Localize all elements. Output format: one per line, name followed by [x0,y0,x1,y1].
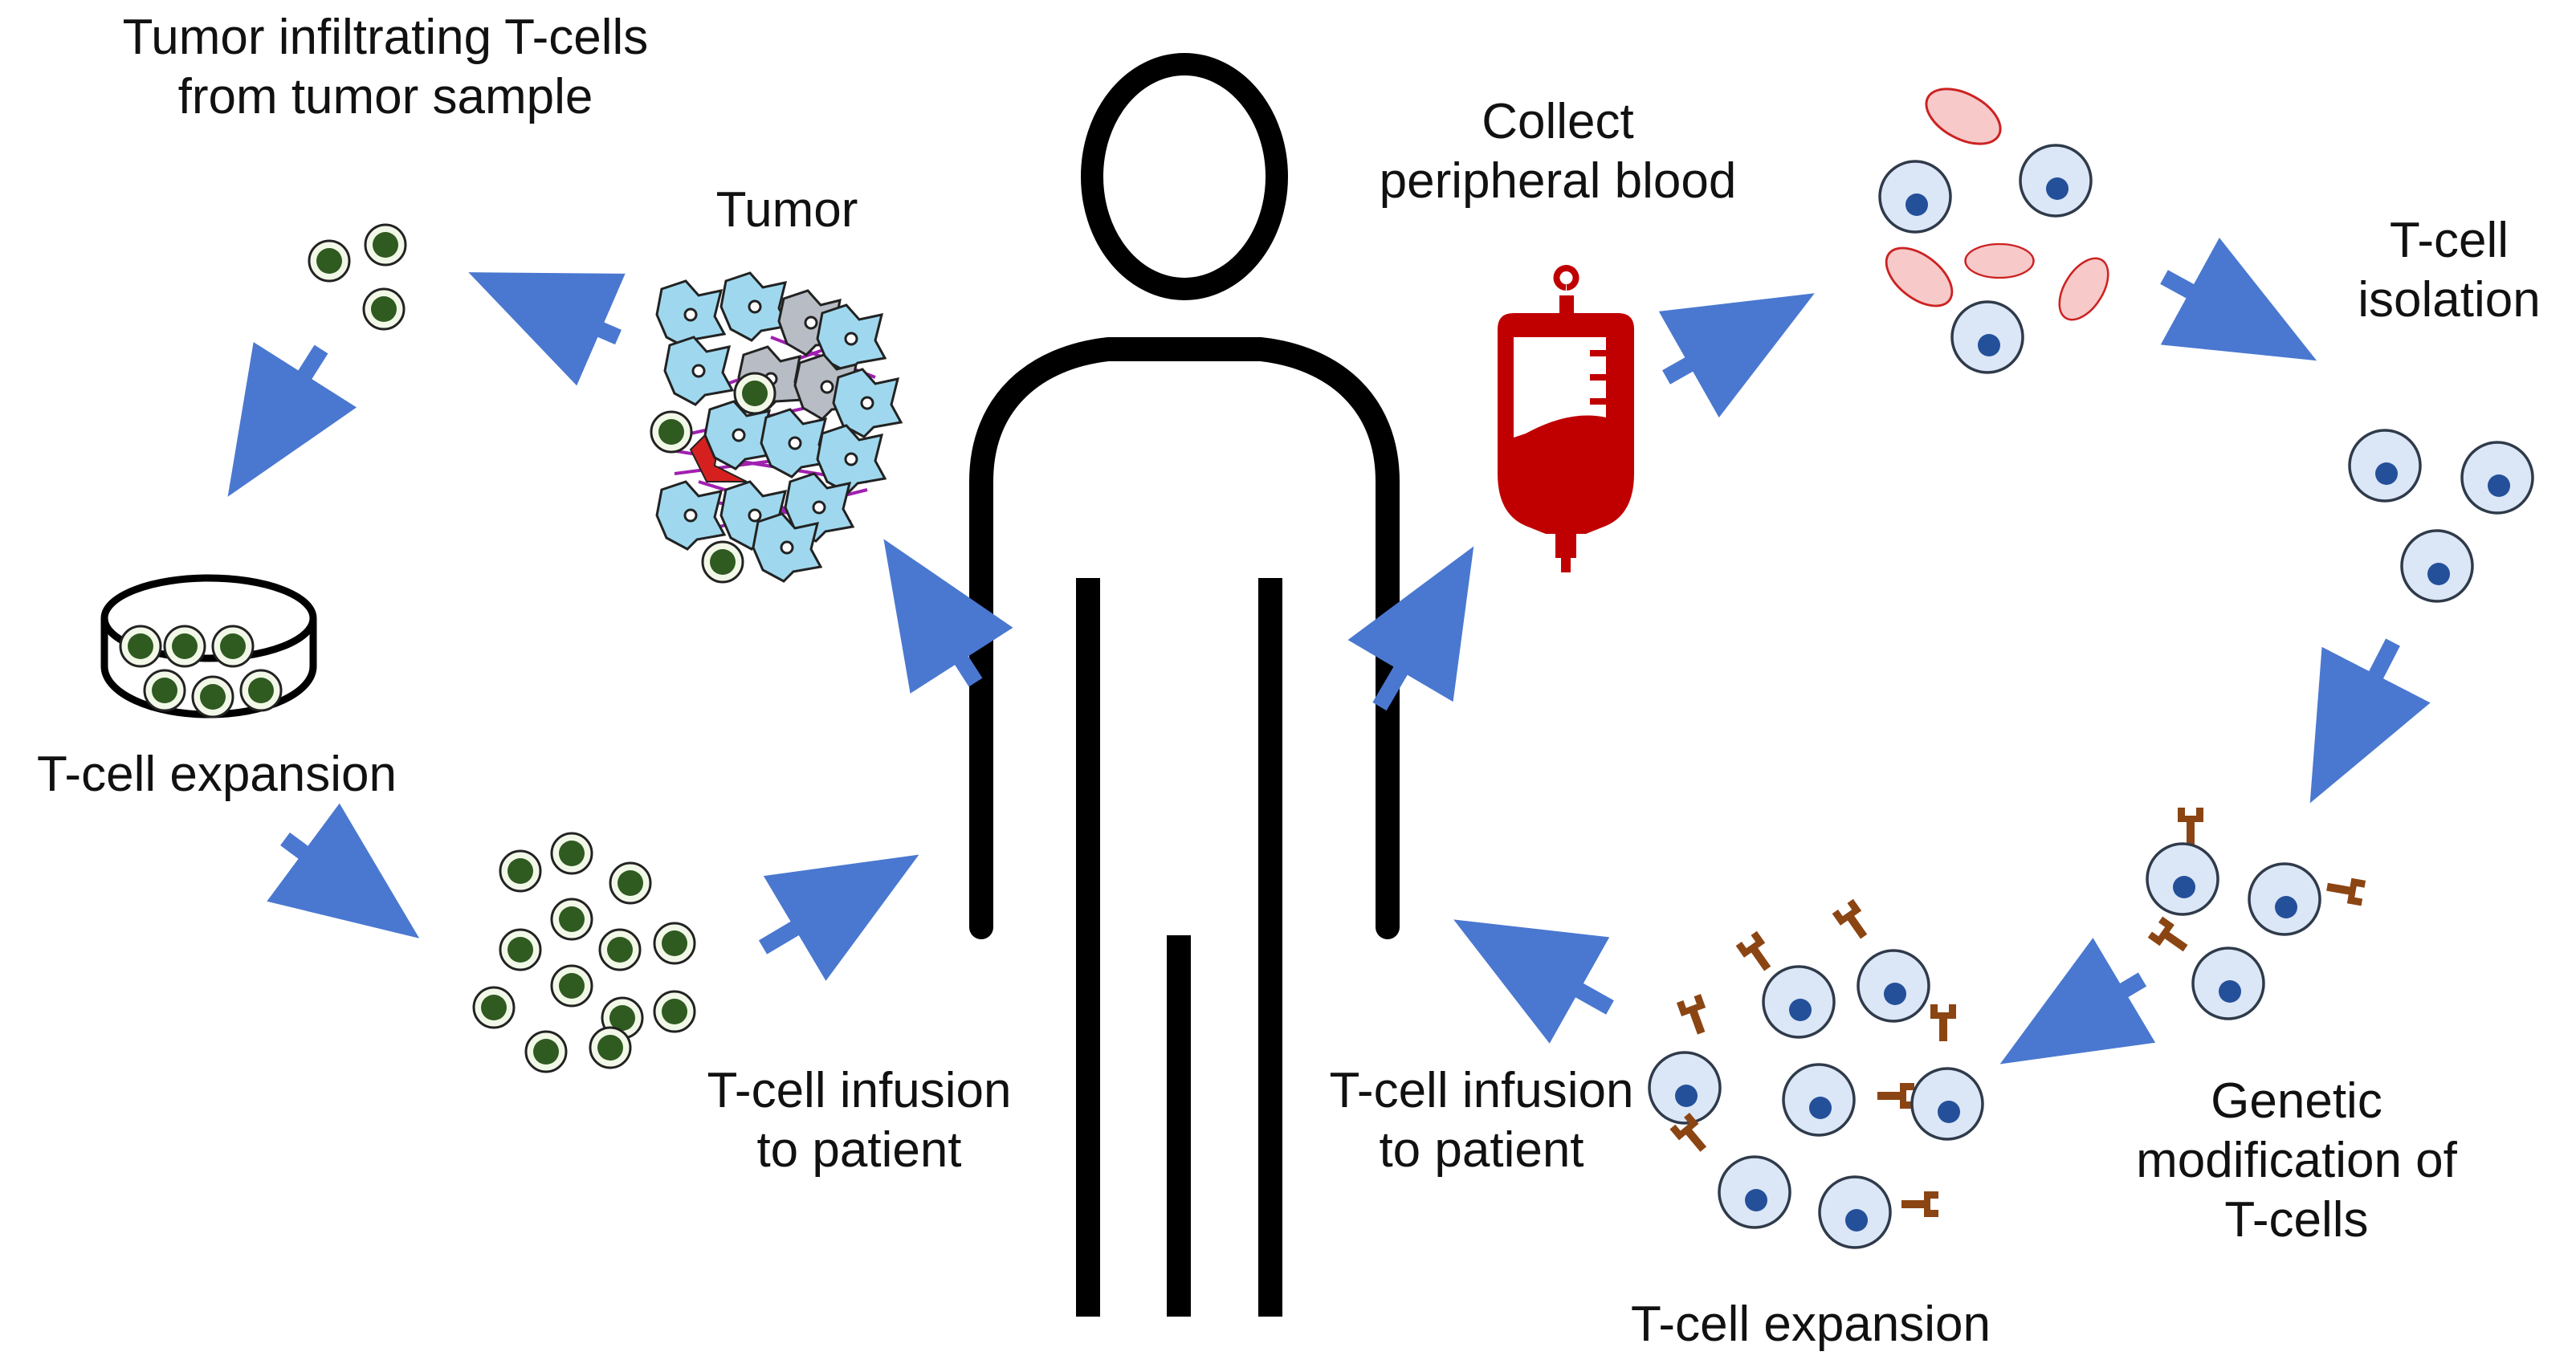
receptor-icon [2325,873,2366,906]
t-cell-icon [2400,529,2474,603]
til-cell-icon [499,849,542,893]
arrow-icon [2160,238,2317,361]
til-cell-icon [308,239,351,283]
arrow-icon [1453,919,1614,1044]
t-cell-icon [2348,429,2422,503]
arrow-icon [758,854,919,981]
receptor-icon [2147,916,2193,959]
modified-t-cell-icon [1762,965,1836,1039]
red-blood-cell-icon [1964,242,2035,279]
modified-t-cells [2146,808,2366,1020]
modified-t-cell-icon [2191,947,2265,1020]
til-cell-icon [524,1030,568,1073]
receptor-icon [1832,898,1875,944]
til-cell-icon [550,898,593,941]
til-cell-icon [364,223,407,267]
til-cell-icon [653,922,696,965]
receptor-icon [1735,930,1779,976]
receptor-icon [1901,1191,1938,1217]
til-cell-icon [362,287,406,331]
tumor-mass-icon [650,271,903,584]
arrow-icon [227,342,357,497]
petri-dish-icon [100,574,317,719]
modified-t-cell-icon [1857,949,1930,1023]
til-cell-icon [653,990,696,1033]
til-cells-expanded [472,832,696,1073]
modified-t-cell-icon [2248,862,2321,936]
modified-t-cell-icon [1718,1155,1791,1229]
arrow-icon [1999,938,2156,1065]
genetic-mod-label: Genetic modification of T-cells [2136,1073,2457,1248]
t-cell-icon [2460,441,2534,515]
til-cell-icon [609,861,652,905]
receptor-icon [1877,1083,1914,1109]
red-blood-cell-icon [2048,249,2119,329]
left-infusion-label: T-cell infusion to patient [707,1063,1012,1178]
modified-t-cell-icon [1782,1063,1856,1137]
red-blood-cell-icon [1916,76,2011,157]
t-cell-icon [1950,300,2024,374]
arrow-icon [1347,546,1474,711]
til-cell-icon [550,832,593,875]
modified-t-cell-icon [2146,842,2219,916]
tumor-label: Tumor [715,182,858,238]
arrow-icon [468,272,626,386]
t-cell-icon [1878,160,1952,234]
arrow-icon [267,803,420,938]
til-cell-icon [598,928,642,971]
modified-t-cell-icon [1818,1175,1892,1249]
receptor-icon [1930,1004,1956,1041]
til-cell-icon [550,964,593,1008]
flow-arrows [227,238,2431,1065]
right-expansion-label: T-cell expansion [1630,1297,1991,1352]
receptor-icon [1676,994,1714,1038]
person-silhouette-icon [969,53,1400,1317]
red-blood-cell-icon [1874,235,1964,319]
til-cells-top [308,223,407,331]
t-cell-icon [2019,144,2093,218]
blood-bag-icon [1498,265,1634,572]
arrow-icon [1658,293,1815,418]
collect-blood-label: Collect peripheral blood [1379,94,1737,209]
til-cell-icon [589,1026,632,1069]
arrow-icon [2309,638,2431,804]
til-title-label: Tumor infiltrating T-cells from tumor sa… [122,10,649,124]
expanded-modified-t-cells [1648,898,1984,1249]
receptor-icon [2178,808,2203,845]
right-infusion-label: T-cell infusion to patient [1329,1063,1634,1178]
isolated-t-cells [2348,429,2534,603]
left-expansion-label: T-cell expansion [36,747,397,802]
blood-sample [1874,76,2119,374]
modified-t-cell-icon [1910,1067,1984,1141]
til-cell-icon [499,928,542,971]
til-cell-icon [472,986,516,1029]
arrow-icon [883,539,1013,694]
tcell-isolation-label: T-cell isolation [2358,213,2541,328]
